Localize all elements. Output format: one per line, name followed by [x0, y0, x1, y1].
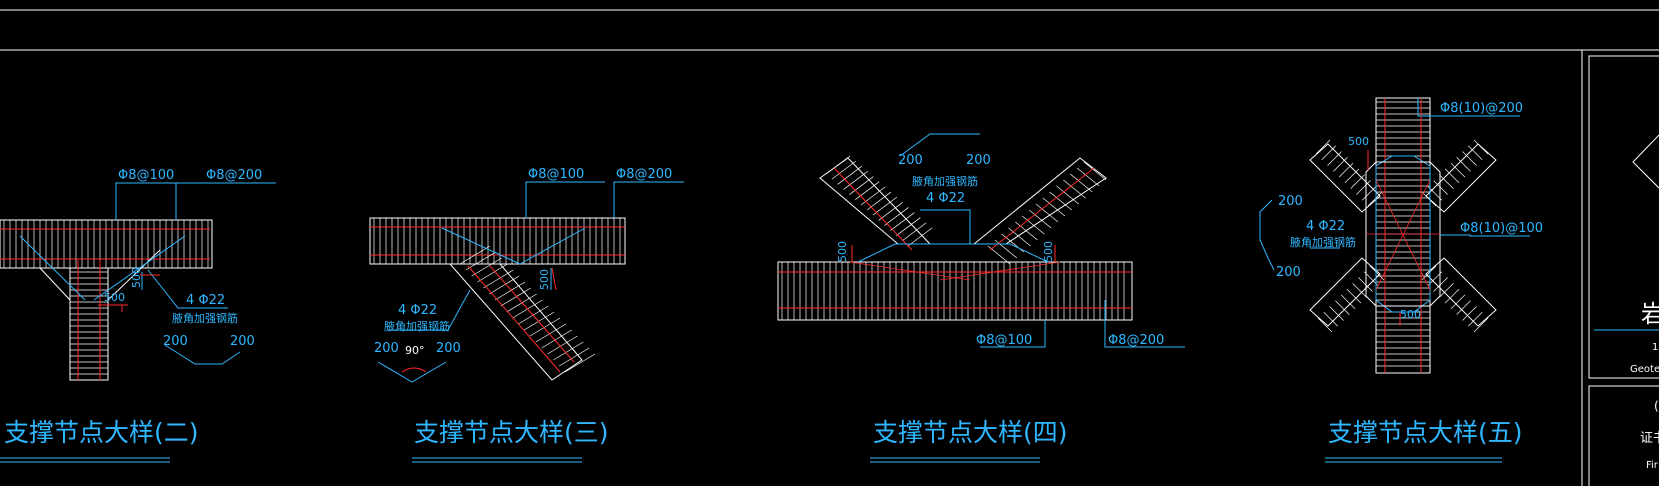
d1-dim-500-a: 500: [130, 267, 143, 288]
d4-dim-500-top: 500: [1348, 135, 1369, 148]
detail-2: Φ8@100 Φ8@200 500 4 Φ22 腋角加强钢筋 200 90° 2…: [369, 167, 684, 463]
d2-bar-note: 腋角加强钢筋: [384, 319, 450, 333]
d2-dim-500: 500: [538, 269, 551, 290]
d2-hook-right: 200: [436, 341, 461, 356]
d1-bar-note: 腋角加强钢筋: [172, 311, 238, 325]
d2-hook-angle: 90°: [405, 344, 425, 357]
d4-stirrup-right: Φ8(10)@100: [1460, 221, 1543, 236]
d1-stirrup-b-label: Φ8@200: [206, 168, 262, 183]
title-block-cert-label: 证书: [1640, 431, 1659, 446]
detail-4: Φ8(10)@200 Φ8(10)@100 500 500 200 200 4 …: [1259, 97, 1543, 463]
title-block-small-text: Geote: [1630, 364, 1659, 375]
d3-dim-500-left: 500: [836, 241, 849, 262]
title-block-big-char: 岩: [1641, 300, 1659, 328]
d3-hook-right: 200: [966, 153, 991, 168]
d2-hook-left: 200: [374, 341, 399, 356]
d3-bar-note: 腋角加强钢筋: [912, 174, 978, 188]
d4-hook-bottom: 200: [1276, 265, 1301, 280]
d3-hook-left: 200: [898, 153, 923, 168]
d1-title: 支撑节点大样(二): [4, 418, 199, 447]
d1-dim-500-b: 500: [104, 291, 125, 304]
drawing-frame: [0, 9, 1659, 486]
d3-stirrup-a-label: Φ8@100: [976, 333, 1032, 348]
d3-title: 支撑节点大样(四): [873, 418, 1068, 447]
d3-dim-500-right: 500: [1042, 241, 1055, 262]
d2-stirrup-b-label: Φ8@200: [616, 167, 672, 182]
d1-hook-left: 200: [163, 334, 188, 349]
d4-bar-note: 腋角加强钢筋: [1290, 235, 1356, 249]
detail-3: 200 200 腋角加强钢筋 4 Φ22 500 500 Φ8@100 Φ8@2…: [777, 133, 1185, 463]
d2-title: 支撑节点大样(三): [414, 418, 609, 447]
detail-1: Φ8@100 Φ8@200 500 500 4 Φ22 腋角加强钢筋 200 2…: [0, 168, 276, 463]
title-block: 岩 Geote ( 证书 Fir 1: [1630, 300, 1659, 471]
d4-bar-count: 4 Φ22: [1306, 219, 1345, 234]
d1-hook-right: 200: [230, 334, 255, 349]
d4-stirrup-top: Φ8(10)@200: [1440, 101, 1523, 116]
title-block-line-2: 1: [1652, 342, 1658, 353]
d1-bar-count: 4 Φ22: [186, 293, 225, 308]
d1-stirrup-a-label: Φ8@100: [118, 168, 174, 183]
d2-stirrup-a-label: Φ8@100: [528, 167, 584, 182]
title-block-item-f: Fir: [1646, 460, 1659, 471]
d4-title: 支撑节点大样(五): [1328, 418, 1523, 447]
d3-bar-count: 4 Φ22: [926, 191, 965, 206]
title-block-line-1: (: [1654, 399, 1659, 413]
d3-stirrup-b-label: Φ8@200: [1108, 333, 1164, 348]
d4-hook-top: 200: [1278, 194, 1303, 209]
d4-dim-500-bottom: 500: [1400, 308, 1421, 321]
d2-bar-count: 4 Φ22: [398, 303, 437, 318]
